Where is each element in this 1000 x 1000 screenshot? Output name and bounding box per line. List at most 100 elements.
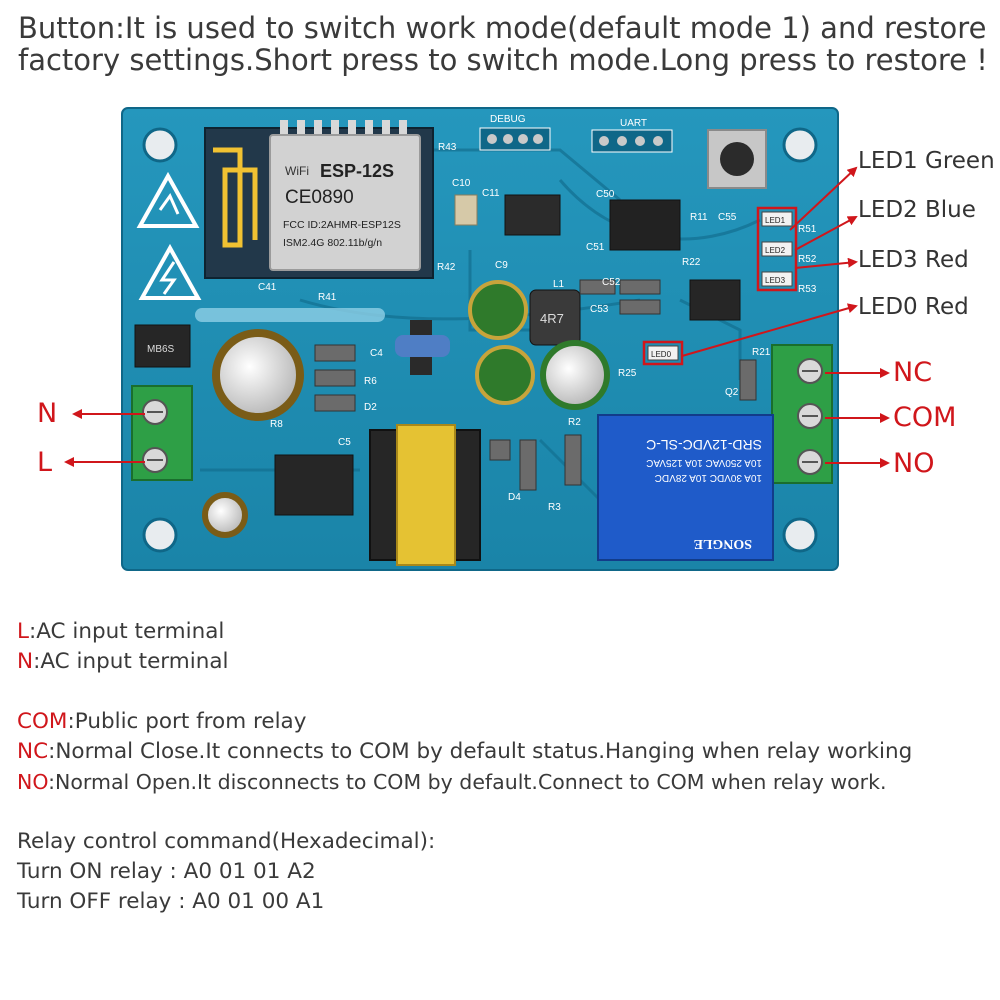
debug-header-label: DEBUG	[490, 114, 526, 125]
ac-input-terminal	[131, 385, 193, 481]
header-text: Button:It is used to switch work mode(de…	[18, 12, 988, 76]
debug-header: DEBUG	[479, 114, 551, 151]
led-label: LED0	[651, 350, 672, 359]
optocoupler-chip	[689, 279, 741, 321]
silkscreen-label: R8	[270, 419, 283, 430]
led-label: LED2	[765, 246, 786, 255]
arrow-led0	[681, 303, 858, 357]
bridge-rectifier	[134, 324, 191, 368]
uart-header-label: UART	[620, 118, 647, 129]
electrolytic-capacitors	[202, 280, 610, 538]
inductor: 4R7	[529, 289, 581, 346]
smd-components	[314, 279, 757, 491]
callout-led2: LED2 Blue	[858, 197, 976, 223]
bridge-label: MB6S	[147, 344, 175, 355]
desc-nc: NC:Normal Close.It connects to COM by de…	[17, 737, 912, 767]
uart-header: UART	[591, 118, 673, 153]
relay-brand-label: SONGLE	[694, 536, 752, 551]
led1	[761, 211, 793, 227]
label-no: NO	[893, 448, 935, 479]
silkscreen-label: Q2	[725, 387, 739, 398]
desc-nc-text: :Normal Close.It connects to COM by defa…	[48, 739, 913, 764]
desc-no-key: NO	[17, 770, 49, 794]
label-l: L	[37, 447, 53, 478]
desc-com-key: COM	[17, 709, 68, 734]
callout-arrows	[64, 166, 890, 468]
mode-push-button	[707, 129, 767, 189]
status-leds	[642, 206, 798, 366]
silkscreen-label: R51	[798, 224, 817, 235]
module-ce-label: CE0890	[285, 187, 354, 208]
label-n: N	[37, 398, 58, 429]
led2	[761, 241, 793, 257]
desc-l-key: L	[17, 619, 29, 644]
module-fcc-label: FCC ID:2AHMR-ESP12S	[283, 219, 401, 231]
module-brand-label: ESP-12S	[320, 161, 394, 181]
header-line-2: factory settings.Short press to switch m…	[18, 43, 988, 77]
mounting-hole	[782, 517, 818, 553]
cmd-off: Turn OFF relay : A0 01 00 A1	[17, 889, 325, 914]
desc-no-text: :Normal Open.It disconnects to COM by de…	[48, 770, 887, 794]
silkscreen-label: R25	[618, 368, 637, 379]
relay-rating-2: 10A 30VDC 10A 28VDC	[655, 472, 762, 483]
callout-led0: LED0 Red	[858, 294, 969, 320]
arrow-led2	[794, 216, 858, 251]
module-pins	[280, 120, 407, 134]
arrow-led3	[794, 257, 858, 269]
mounting-hole	[142, 127, 178, 163]
silkscreen-label: R11	[690, 212, 708, 223]
led3	[761, 271, 793, 287]
silkscreen-label: R43	[438, 142, 457, 153]
callout-led3: LED3 Red	[858, 247, 969, 273]
uart-chip	[609, 199, 681, 251]
desc-l: L:AC input terminal	[17, 617, 224, 647]
desc-l-text: :AC input terminal	[28, 619, 225, 644]
led0	[647, 345, 679, 361]
led-label: LED1	[765, 216, 786, 225]
silkscreen-label: R21	[752, 347, 771, 358]
relay-model-label: SRD-12VDC-SL-C	[646, 437, 762, 453]
board-illustration: WiFi ESP-12S CE0890 FCC ID:2AHMR-ESP12S …	[64, 107, 890, 571]
voltage-regulator	[504, 194, 561, 236]
callout-led1: LED1 Green	[858, 148, 995, 174]
silkscreen-label: R2	[568, 417, 581, 428]
desc-n-key: N	[17, 649, 34, 674]
board-slot	[195, 308, 385, 322]
esd-warning-icon	[136, 171, 200, 228]
silkscreen-label: C50	[596, 189, 615, 200]
relay-output-terminal	[771, 344, 833, 484]
silkscreen-label: C53	[590, 304, 609, 315]
cmd-title: Relay control command(Hexadecimal):	[17, 829, 436, 854]
silkscreen-label: R41	[318, 292, 337, 303]
mounting-hole	[142, 517, 178, 553]
silkscreen-label: R42	[437, 262, 456, 273]
cmd-on: Turn ON relay : A0 01 01 A2	[17, 859, 316, 884]
silkscreen-label: C5	[338, 437, 351, 448]
silkscreen-label: D4	[508, 492, 521, 503]
module-band-label: ISM2.4G 802.11b/g/n	[283, 237, 382, 249]
silkscreen-label: C11	[482, 188, 500, 199]
silkscreen-label: R6	[364, 376, 377, 387]
silkscreen-label: D2	[364, 402, 377, 413]
y-capacitor	[395, 335, 450, 357]
led0-highlight-box	[642, 340, 684, 366]
controller-chip	[274, 454, 354, 516]
module-wifi-label: WiFi	[285, 164, 309, 178]
led-silkscreen: LED1 LED2 LED3 LED0	[651, 216, 786, 359]
silkscreen-labels: R43 C10 C11 R42 R41 C41 C9 L1 C50 C51 C5…	[258, 142, 817, 513]
desc-no: NO:Normal Open.It disconnects to COM by …	[17, 767, 886, 797]
header-line-1: Button:It is used to switch work mode(de…	[18, 11, 987, 45]
silkscreen-label: C52	[602, 277, 621, 288]
mounting-hole	[782, 127, 818, 163]
silkscreen-label: C41	[258, 282, 277, 293]
desc-com: COM:Public port from relay	[17, 707, 306, 737]
desc-com-text: :Public port from relay	[67, 709, 307, 734]
arrow-led1	[789, 166, 858, 231]
relay-rating-1: 10A 250VAC 10A 125VAC	[646, 457, 762, 468]
silkscreen-label: R3	[548, 502, 561, 513]
esp12s-module: WiFi ESP-12S CE0890 FCC ID:2AHMR-ESP12S …	[204, 120, 434, 279]
desc-nc-key: NC	[17, 739, 49, 764]
silkscreen-label: R22	[682, 257, 701, 268]
silkscreen-label: R52	[798, 254, 817, 265]
led-label: LED3	[765, 276, 786, 285]
